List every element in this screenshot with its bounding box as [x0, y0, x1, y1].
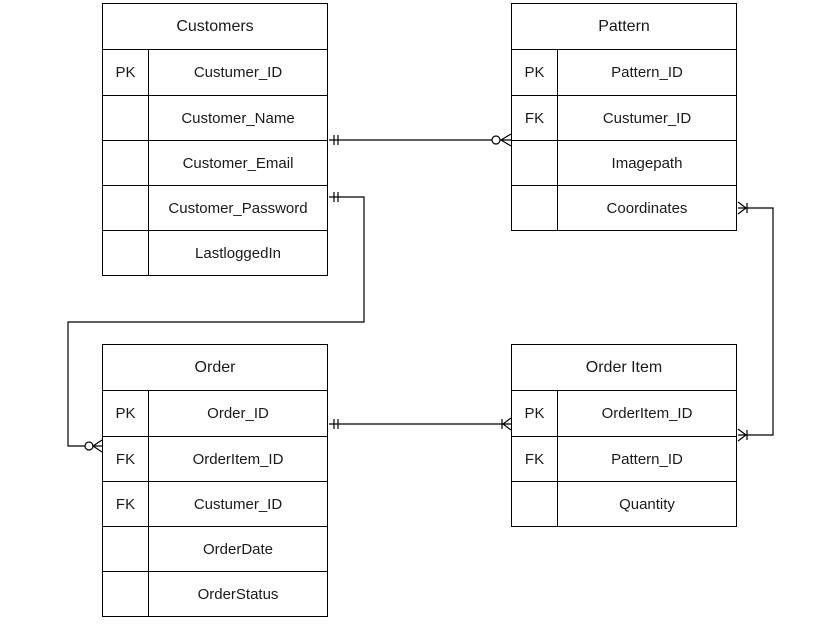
entity-pattern: Pattern PK Pattern_ID FK Custumer_ID Ima…	[511, 3, 737, 231]
table-row: FK Custumer_ID	[512, 95, 736, 140]
table-row: LastloggedIn	[103, 230, 327, 275]
key-cell	[103, 96, 149, 140]
one-and-only-one-marker	[333, 419, 339, 429]
table-row: OrderDate	[103, 526, 327, 571]
entity-order-item: Order Item PK OrderItem_ID FK Pattern_ID…	[511, 344, 737, 527]
field-cell: Quantity	[619, 495, 675, 513]
field-cell: Custumer_ID	[602, 109, 692, 127]
field-cell: Pattern_ID	[611, 64, 683, 81]
table-row: Coordinates	[512, 185, 736, 230]
field-cell: Customer_Email	[182, 154, 294, 172]
entity-customers: Customers PK Custumer_ID Customer_Name C…	[102, 3, 328, 276]
field-cell: OrderItem_ID	[601, 405, 693, 422]
field-cell: Order_ID	[207, 405, 269, 422]
table-row: FK Pattern_ID	[512, 436, 736, 481]
field-cell: Customer_Password	[168, 199, 308, 217]
field-cell: Imagepath	[611, 154, 683, 172]
table-row: Customer_Email	[103, 140, 327, 185]
key-cell: FK	[512, 96, 558, 140]
one-or-many-marker	[737, 428, 748, 442]
field-cell: OrderDate	[202, 540, 274, 558]
key-cell: FK	[103, 482, 149, 526]
field-cell: OrderItem_ID	[192, 450, 284, 468]
entity-order: Order PK Order_ID FK OrderItem_ID FK Cus…	[102, 344, 328, 617]
key-cell: PK	[103, 50, 149, 95]
table-row: OrderStatus	[103, 571, 327, 616]
key-cell	[103, 527, 149, 571]
one-or-many-marker	[501, 417, 512, 431]
key-cell: FK	[512, 437, 558, 481]
field-cell: Coordinates	[606, 199, 688, 217]
field-cell: Pattern_ID	[611, 450, 683, 468]
table-row: PK Order_ID	[103, 391, 327, 436]
zero-or-many-marker	[84, 439, 103, 453]
key-cell	[103, 186, 149, 230]
table-row: Quantity	[512, 481, 736, 526]
table-row: Customer_Name	[103, 95, 327, 140]
key-cell	[103, 231, 149, 275]
field-cell: Custumer_ID	[193, 495, 283, 513]
key-cell	[512, 186, 558, 230]
key-cell: PK	[103, 391, 149, 436]
key-cell	[512, 482, 558, 526]
entity-title: Order	[103, 345, 327, 391]
one-and-only-one-marker	[333, 192, 339, 202]
entity-title: Pattern	[512, 4, 736, 50]
table-row: Customer_Password	[103, 185, 327, 230]
entity-title: Order Item	[512, 345, 736, 391]
field-cell: Custumer_ID	[193, 64, 283, 81]
table-row: FK OrderItem_ID	[103, 436, 327, 481]
one-or-many-marker	[737, 201, 748, 215]
field-cell: LastloggedIn	[195, 244, 281, 262]
one-and-only-one-marker	[333, 135, 339, 145]
field-cell: OrderStatus	[197, 585, 279, 603]
relationship-pattern-orderitem	[738, 207, 774, 436]
table-row: PK Custumer_ID	[103, 50, 327, 95]
field-cell: Customer_Name	[181, 109, 295, 127]
table-row: Imagepath	[512, 140, 736, 185]
key-cell	[103, 141, 149, 185]
table-row: FK Custumer_ID	[103, 481, 327, 526]
key-cell: FK	[103, 437, 149, 481]
key-cell: PK	[512, 391, 558, 436]
table-row: PK Pattern_ID	[512, 50, 736, 95]
key-cell	[103, 572, 149, 616]
entity-title: Customers	[103, 4, 327, 50]
zero-or-many-marker	[491, 133, 512, 147]
key-cell	[512, 141, 558, 185]
table-row: PK OrderItem_ID	[512, 391, 736, 436]
key-cell: PK	[512, 50, 558, 95]
